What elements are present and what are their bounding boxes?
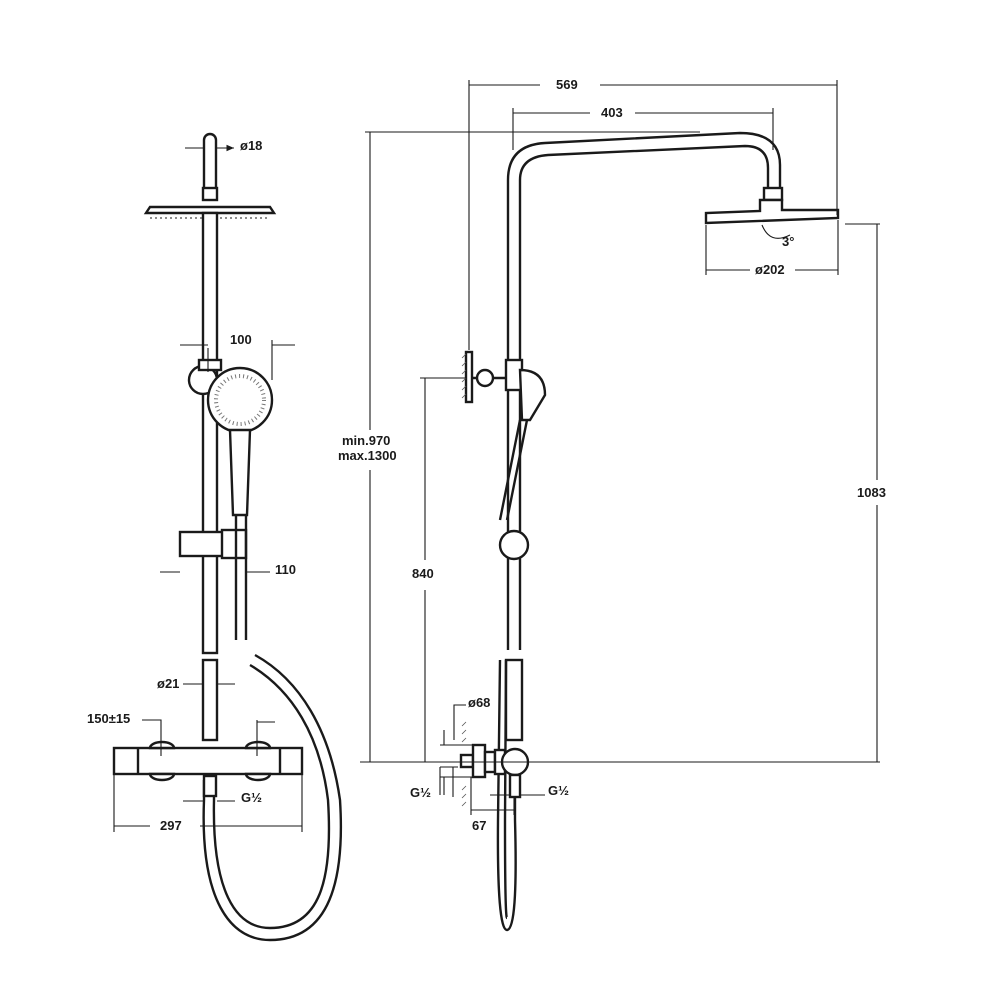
- dim-bracket-height: 840: [412, 566, 434, 581]
- hand-shower-side: [518, 368, 547, 422]
- dim-head-diameter: ø202: [755, 262, 785, 277]
- rain-head-side: [704, 198, 840, 225]
- dim-mixer-depth: 67: [472, 818, 486, 833]
- dim-outlet-thread: G½: [548, 783, 569, 798]
- side-view: 569 403 3° ø202 min.970 max.1300 840 108…: [338, 77, 886, 932]
- holder: [178, 530, 228, 558]
- dim-head-height: 1083: [857, 485, 886, 500]
- dim-inlet-spacing: 150±15: [87, 711, 130, 726]
- head-connector: [201, 186, 219, 202]
- riser-pipe: [201, 211, 219, 655]
- hose-upper: [234, 515, 248, 640]
- top-pipe: [202, 132, 218, 190]
- thermostatic-mixer: [112, 746, 304, 776]
- dim-outlet-thread: G½: [241, 790, 262, 805]
- dim-inlet-thread: G½: [410, 785, 431, 800]
- dim-pipe-diameter: ø18: [240, 138, 262, 153]
- slider-knob-side: [498, 529, 530, 561]
- shower-arm: [506, 131, 782, 650]
- dim-height-max: max.1300: [338, 448, 397, 463]
- dim-holder-offset: 110: [275, 562, 296, 577]
- dim-flange-diameter: ø68: [468, 695, 490, 710]
- rain-head: [143, 205, 277, 215]
- hose: [202, 653, 343, 942]
- dim-head-tilt: 3°: [782, 234, 794, 249]
- wall-plate: [464, 350, 474, 404]
- hand-shower-handle: [228, 428, 252, 517]
- dim-mixer-width: 297: [160, 818, 182, 833]
- dim-total-projection: 569: [556, 77, 578, 92]
- flange: [471, 743, 487, 779]
- dim-handshower-width: 100: [230, 332, 252, 347]
- front-view: ø18 100 110 ø21 150±15 G½ 297: [87, 132, 343, 942]
- dim-arm-projection: 403: [601, 105, 623, 120]
- dim-height-min: min.970: [342, 433, 390, 448]
- dim-riser-diameter: ø21: [157, 676, 179, 691]
- wall-bracket: [475, 368, 495, 388]
